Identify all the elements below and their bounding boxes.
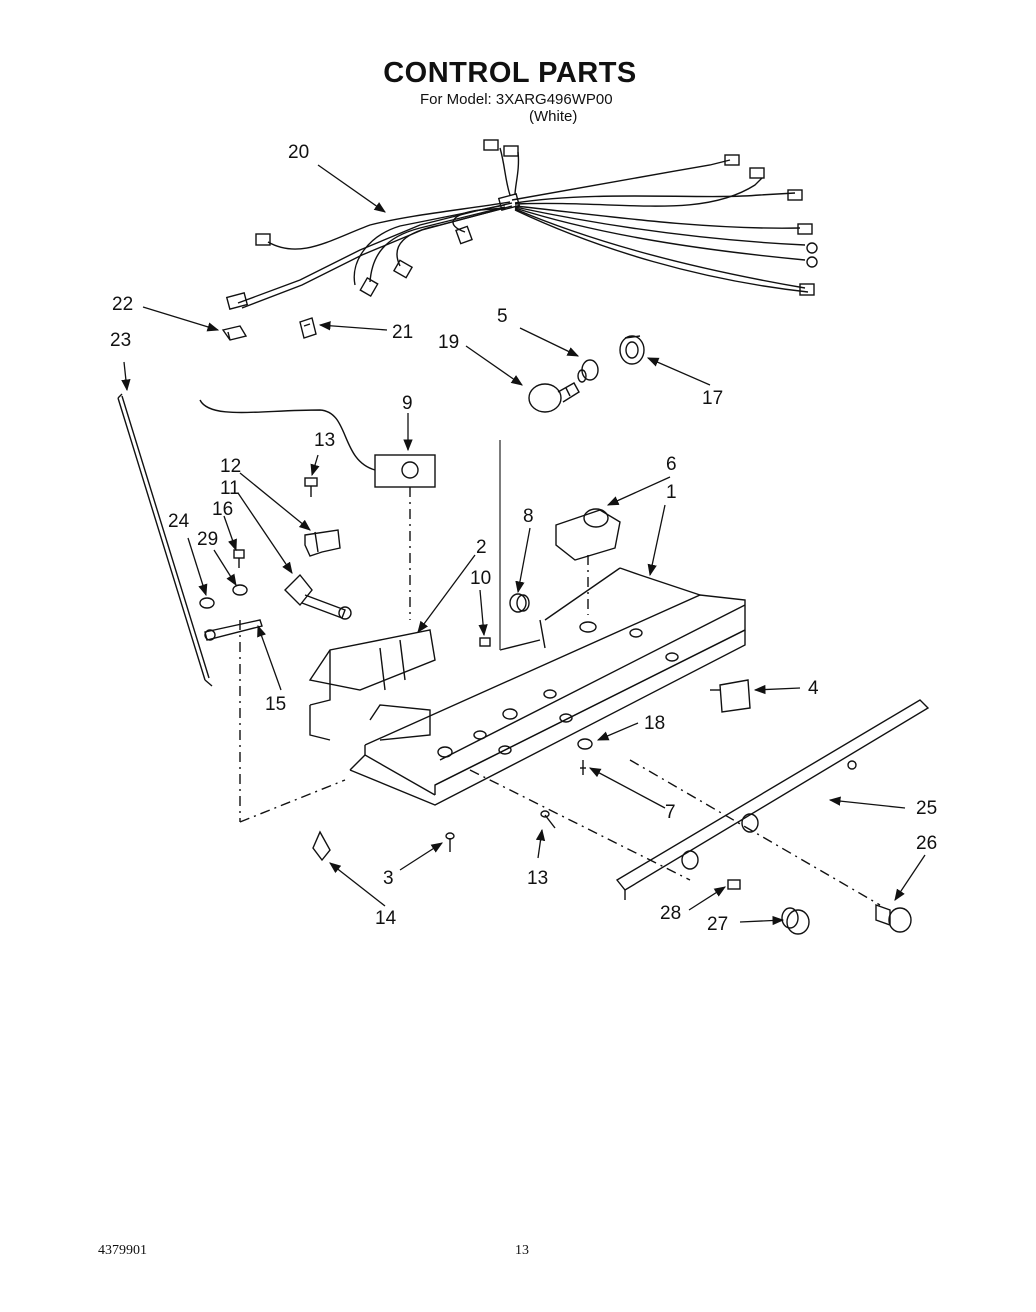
washer-part-18	[577, 738, 593, 750]
screw-part-13-upper	[304, 477, 318, 497]
callout-6: 6	[666, 454, 677, 475]
callout-15: 15	[265, 694, 286, 715]
knob-part-26	[875, 904, 912, 933]
screw-part-3	[445, 832, 455, 852]
callout-17: 17	[702, 388, 723, 409]
callout-23: 23	[110, 330, 131, 351]
washer-part-24	[199, 597, 215, 609]
clip-part-14	[312, 830, 331, 862]
washer-part-29	[232, 584, 248, 596]
screw-part-16	[233, 549, 245, 568]
defrost-timer-part-6	[555, 508, 621, 615]
control-shaft-part-11	[284, 573, 352, 620]
callout-1: 1	[666, 482, 677, 503]
thermostat-part-9	[199, 399, 436, 620]
control-housing-part-1	[349, 440, 746, 806]
page-title: CONTROL PARTS	[383, 57, 637, 89]
callout-28: 28	[660, 903, 681, 924]
callout-2: 2	[476, 537, 487, 558]
document-number: 4379901	[98, 1243, 147, 1258]
callout-13-lower: 13	[527, 868, 548, 889]
callout-14: 14	[375, 908, 397, 929]
callout-22: 22	[112, 294, 133, 315]
socket-part-5	[577, 359, 599, 383]
callout-13-upper: 13	[314, 430, 335, 451]
wire-harness-part	[225, 139, 818, 310]
callout-5: 5	[497, 306, 508, 327]
callout-4: 4	[808, 678, 819, 699]
light-bulb-part-19	[528, 382, 580, 413]
switch-part-4	[710, 679, 751, 713]
callout-3: 3	[383, 868, 394, 889]
knob-part-27	[781, 907, 810, 935]
screw-part-7	[580, 760, 586, 775]
bracket-part-2	[308, 629, 436, 741]
callout-10: 10	[470, 568, 491, 589]
callout-12: 12	[220, 456, 241, 477]
callout-16: 16	[212, 499, 233, 520]
callout-18: 18	[644, 713, 665, 734]
bracket-part-12	[304, 529, 341, 557]
page-number: 13	[515, 1243, 529, 1258]
callout-20: 20	[288, 142, 309, 163]
callout-7: 7	[665, 802, 676, 823]
lever-part-15	[204, 619, 346, 823]
screw-part-13-lower	[540, 810, 556, 829]
rod-part-23	[117, 393, 213, 687]
callout-19: 19	[438, 332, 459, 353]
callout-29: 29	[197, 529, 218, 550]
front-panel-part-25	[615, 699, 930, 900]
clip-part-28	[727, 879, 741, 890]
retainer-part-21	[299, 317, 317, 339]
clip-part-22	[221, 325, 248, 341]
callout-24: 24	[168, 511, 190, 532]
callout-9: 9	[402, 393, 413, 414]
callout-26: 26	[916, 833, 937, 854]
callout-25: 25	[916, 798, 937, 819]
callout-21: 21	[392, 322, 413, 343]
model-line: For Model: 3XARG496WP00	[420, 91, 613, 108]
housing-part-17	[619, 335, 645, 365]
screw-part-10	[479, 637, 491, 647]
callout-27: 27	[707, 914, 728, 935]
grommet-part-8	[509, 593, 530, 613]
callout-8: 8	[523, 506, 534, 527]
callout-11: 11	[220, 478, 240, 499]
color-line: (White)	[529, 108, 578, 125]
